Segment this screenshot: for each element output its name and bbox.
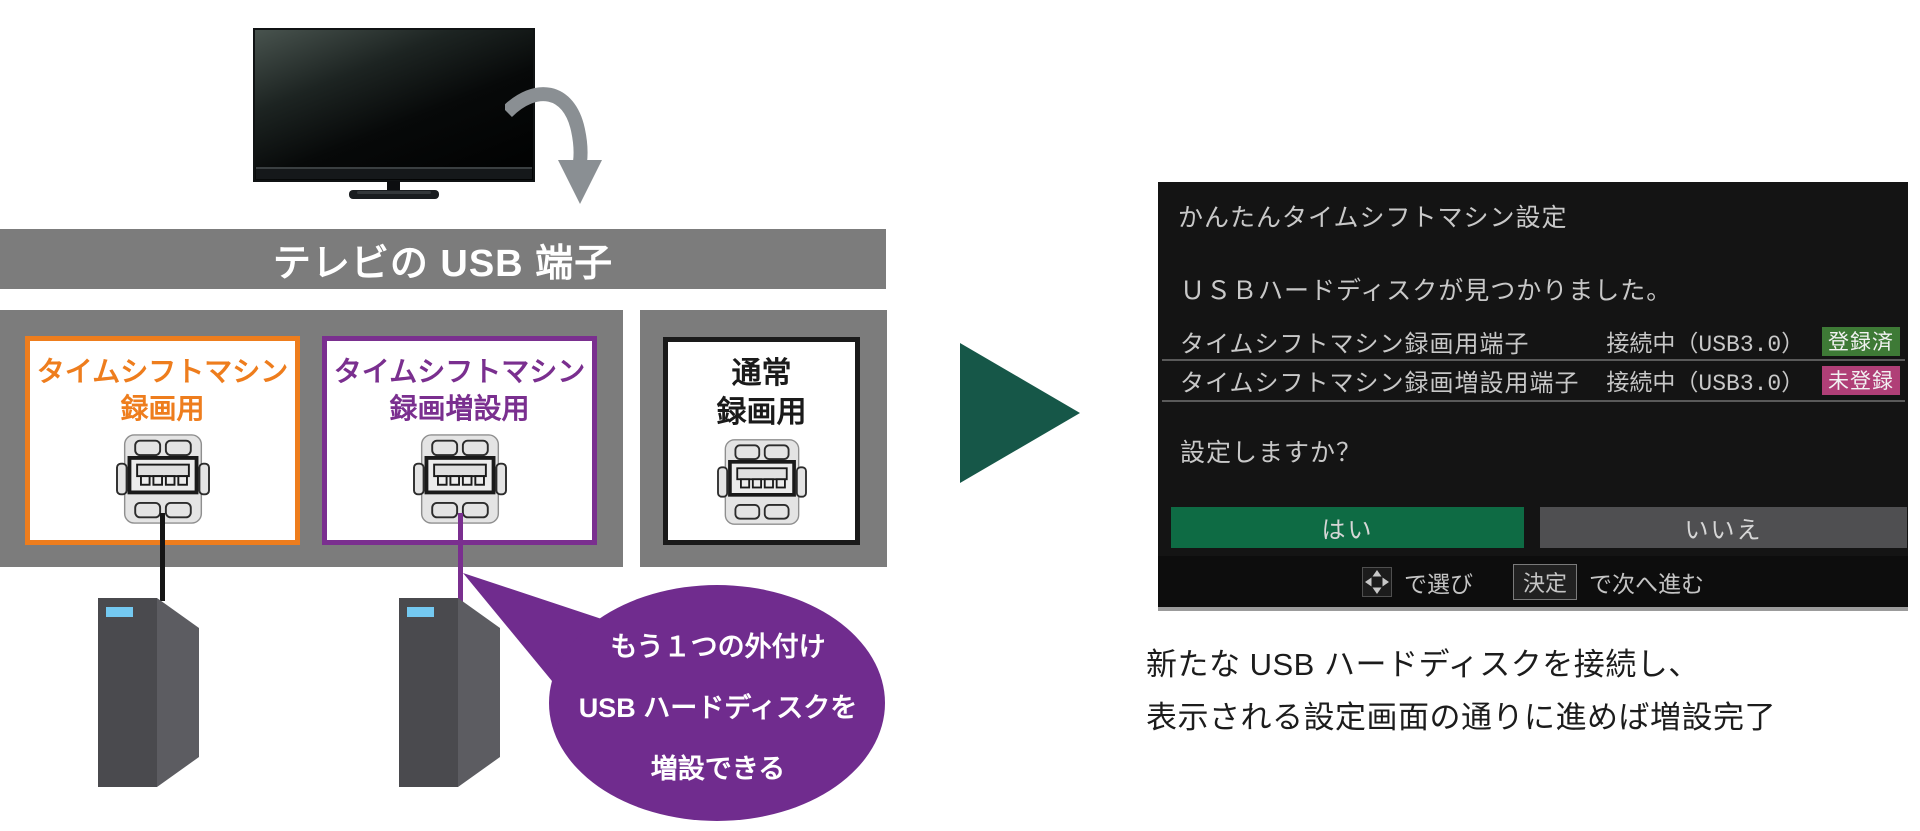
row-divider: [1162, 359, 1905, 361]
port-label-line1: タイムシフトマシン: [36, 356, 289, 387]
port-label-line2: 録画増設用: [389, 393, 530, 424]
row-label: タイムシフトマシン録画用端子: [1180, 330, 1530, 358]
no-button[interactable]: いいえ: [1540, 507, 1907, 548]
flow-arrow-icon: [960, 343, 1080, 483]
row-divider: [1162, 400, 1905, 402]
select-hint: で選び: [1403, 570, 1473, 597]
unregistered-badge: 未登録: [1822, 365, 1900, 395]
bubble-line1: もう１つの外付け: [610, 631, 826, 662]
question-text: 設定しますか？: [1180, 439, 1363, 467]
remote-hint-bar: で選び 決定 で次へ進む: [1158, 556, 1908, 607]
usb-port-icon: [115, 434, 210, 524]
hdd-illustration-2: [399, 598, 500, 787]
bubble-line2: USB ハードディスクを: [578, 692, 858, 723]
port-label-line1: タイムシフトマシン: [333, 356, 586, 387]
tv-usb-bar: テレビの USB 端子: [0, 229, 886, 289]
port-box-timeshift-expansion: タイムシフトマシン 録画増設用: [322, 336, 597, 545]
yes-button[interactable]: はい: [1171, 507, 1524, 548]
port-label-line2: 録画用: [120, 393, 205, 424]
settings-screen-title: かんたんタイムシフトマシン設定: [1178, 204, 1568, 232]
caption: 新たな USB ハードディスクを接続し、 表示される設定画面の通りに進めば増設完…: [1146, 638, 1920, 744]
row-status: 接続中（USB3.0）: [1606, 332, 1805, 358]
port-label: 通常 録画用: [717, 354, 807, 432]
port-label: タイムシフトマシン 録画用: [37, 353, 288, 427]
speech-bubble: [463, 573, 885, 821]
row-status: 接続中（USB3.0）: [1606, 371, 1805, 397]
port-box-timeshift-recording: タイムシフトマシン 録画用: [25, 336, 300, 545]
bubble-line3: 増設できる: [650, 753, 786, 784]
usb-port-icon: [716, 439, 807, 525]
usb-cable-purple: [458, 513, 463, 613]
caption-line2: 表示される設定画面の通りに進めば増設完了: [1146, 700, 1776, 735]
hdd-illustration-1: [98, 598, 199, 787]
usb-port-icon: [412, 434, 507, 524]
row-label: タイムシフトマシン録画増設用端子: [1180, 369, 1580, 397]
registered-badge: 登録済: [1822, 326, 1900, 356]
port-label-line2: 録画用: [716, 396, 807, 429]
tv-illustration: [253, 28, 535, 199]
tv-usb-bar-title: テレビの USB 端子: [272, 242, 614, 285]
port-label: タイムシフトマシン 録画増設用: [334, 353, 585, 427]
settings-screen: かんたんタイムシフトマシン設定 ＵＳＢハードディスクが見つかりました。 タイムシ…: [1158, 182, 1908, 611]
curved-arrow-icon: [505, 87, 602, 204]
port-box-normal-recording: 通常 録画用: [663, 337, 860, 545]
speech-bubble-text: もう１つの外付け USB ハードディスクを 増設できる: [552, 608, 884, 808]
dpad-icon: [1361, 566, 1392, 597]
decide-key: 決定: [1512, 563, 1577, 600]
caption-line1: 新たな USB ハードディスクを接続し、: [1146, 647, 1700, 682]
settings-screen-message: ＵＳＢハードディスクが見つかりました。: [1180, 277, 1673, 305]
port-status-row: タイムシフトマシン録画増設用端子 接続中（USB3.0） 未登録: [1180, 363, 1900, 397]
usb-cable-black: [160, 513, 165, 601]
port-label-line1: 通常: [731, 357, 792, 390]
proceed-hint: で次へ進む: [1589, 570, 1704, 597]
port-status-row: タイムシフトマシン録画用端子 接続中（USB3.0） 登録済: [1180, 324, 1900, 358]
